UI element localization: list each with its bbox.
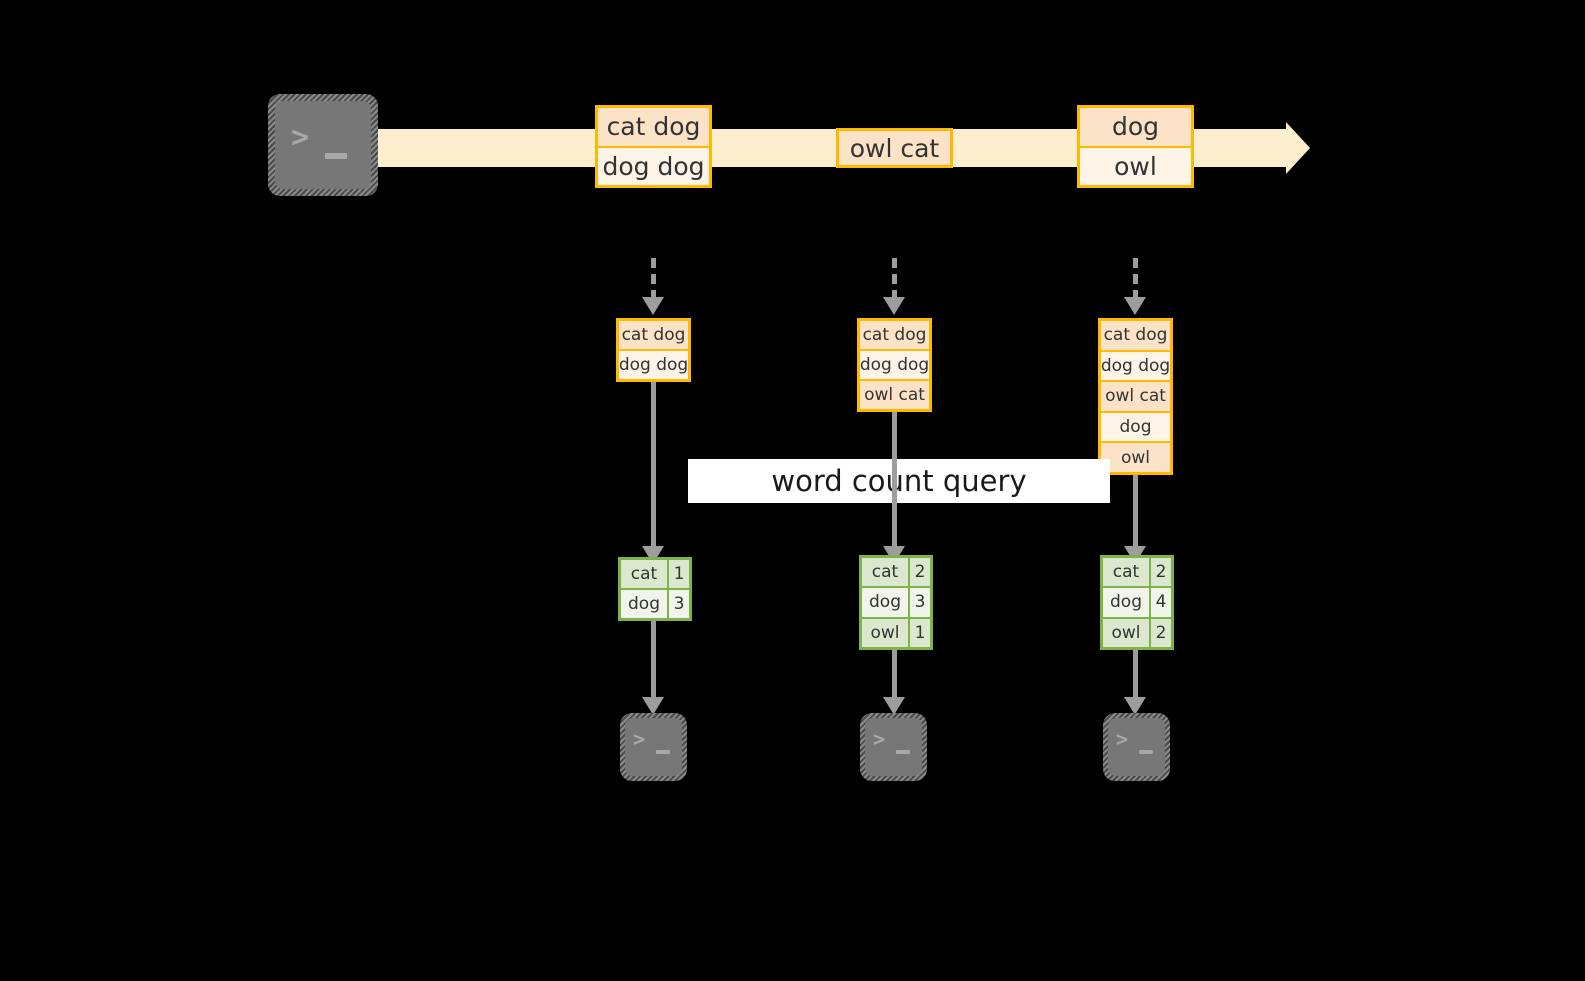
table-row: dog 3 bbox=[862, 586, 930, 617]
query-connector-2 bbox=[892, 412, 897, 554]
sink-terminal-icon-1[interactable]: > bbox=[620, 713, 687, 781]
accumulated-line: cat dog bbox=[619, 321, 688, 349]
stream-arrowhead bbox=[1286, 122, 1310, 174]
query-label-text: word count query bbox=[771, 464, 1027, 498]
accumulated-line: cat dog bbox=[860, 321, 929, 349]
result-count: 2 bbox=[1149, 618, 1171, 647]
terminal-screen: > bbox=[625, 718, 682, 776]
result-word: dog bbox=[862, 588, 908, 617]
accumulated-line: dog dog bbox=[1101, 349, 1170, 381]
result-word: cat bbox=[1103, 558, 1149, 587]
result-word: owl bbox=[1103, 618, 1149, 647]
snapshot-3-accumulated-box[interactable]: cat dog dog dog owl cat dog owl bbox=[1098, 318, 1173, 475]
snapshot-2-accumulated-box[interactable]: cat dog dog dog owl cat bbox=[857, 318, 932, 412]
table-row: cat 1 bbox=[621, 560, 689, 588]
dashed-connector-2-arrowhead bbox=[883, 297, 905, 315]
source-terminal-icon[interactable]: > bbox=[268, 94, 378, 196]
table-row: dog 4 bbox=[1103, 586, 1171, 617]
result-count: 2 bbox=[908, 558, 930, 587]
accumulated-line: owl bbox=[1101, 441, 1170, 472]
record-line: dog dog bbox=[598, 145, 709, 185]
record-line: dog bbox=[1080, 108, 1191, 146]
result-count: 3 bbox=[667, 590, 689, 618]
dashed-connector-2 bbox=[892, 258, 897, 300]
result-count: 2 bbox=[1149, 558, 1171, 587]
accumulated-line: owl cat bbox=[1101, 380, 1170, 411]
prompt-chevron-icon: > bbox=[1116, 727, 1129, 751]
accumulated-line: cat dog bbox=[1101, 321, 1170, 350]
prompt-chevron-icon: > bbox=[873, 727, 886, 751]
prompt-cursor-icon bbox=[896, 750, 910, 754]
prompt-chevron-icon: > bbox=[633, 727, 646, 751]
prompt-chevron-icon: > bbox=[291, 120, 310, 155]
stream-record-batch-2[interactable]: owl cat bbox=[836, 128, 953, 168]
terminal-screen: > bbox=[275, 101, 371, 189]
result-count: 3 bbox=[908, 588, 930, 617]
snapshot-1-result-table[interactable]: cat 1 dog 3 bbox=[618, 557, 692, 621]
query-label: word count query bbox=[688, 459, 1110, 503]
sink-connector-1 bbox=[651, 621, 656, 699]
table-row: owl 2 bbox=[1103, 616, 1171, 647]
record-line: owl bbox=[1080, 145, 1191, 185]
stream-record-batch-1[interactable]: cat dog dog dog bbox=[595, 105, 712, 188]
dashed-connector-1-arrowhead bbox=[642, 297, 664, 315]
stream-record-batch-3[interactable]: dog owl bbox=[1077, 105, 1194, 188]
result-word: dog bbox=[621, 590, 667, 618]
result-word: dog bbox=[1103, 588, 1149, 617]
prompt-cursor-icon bbox=[325, 153, 347, 159]
result-count: 1 bbox=[908, 618, 930, 647]
snapshot-2-result-table[interactable]: cat 2 dog 3 owl 1 bbox=[859, 555, 933, 650]
table-row: dog 3 bbox=[621, 588, 689, 618]
sink-connector-3 bbox=[1133, 650, 1138, 699]
result-word: cat bbox=[862, 558, 908, 587]
table-row: cat 2 bbox=[1103, 558, 1171, 587]
accumulated-line: owl cat bbox=[860, 379, 929, 409]
terminal-screen: > bbox=[865, 718, 922, 776]
sink-terminal-icon-3[interactable]: > bbox=[1103, 713, 1170, 781]
prompt-cursor-icon bbox=[656, 750, 670, 754]
result-word: cat bbox=[621, 560, 667, 588]
terminal-screen: > bbox=[1108, 718, 1165, 776]
query-connector-3 bbox=[1133, 475, 1138, 554]
query-connector-1 bbox=[651, 382, 656, 554]
sink-connector-1-arrowhead bbox=[642, 697, 664, 715]
prompt-cursor-icon bbox=[1139, 750, 1153, 754]
sink-connector-2-arrowhead bbox=[883, 697, 905, 715]
result-count: 1 bbox=[667, 560, 689, 588]
table-row: cat 2 bbox=[862, 558, 930, 587]
snapshot-1-accumulated-box[interactable]: cat dog dog dog bbox=[616, 318, 691, 382]
record-line: cat dog bbox=[598, 108, 709, 146]
table-row: owl 1 bbox=[862, 616, 930, 647]
dashed-connector-3-arrowhead bbox=[1124, 297, 1146, 315]
accumulated-line: dog dog bbox=[860, 349, 929, 379]
sink-terminal-icon-2[interactable]: > bbox=[860, 713, 927, 781]
sink-connector-2 bbox=[892, 650, 897, 699]
result-word: owl bbox=[862, 618, 908, 647]
dashed-connector-3 bbox=[1133, 258, 1138, 300]
sink-connector-3-arrowhead bbox=[1124, 697, 1146, 715]
snapshot-3-result-table[interactable]: cat 2 dog 4 owl 2 bbox=[1100, 555, 1174, 650]
accumulated-line: dog bbox=[1101, 410, 1170, 442]
dashed-connector-1 bbox=[651, 258, 656, 300]
accumulated-line: dog dog bbox=[619, 349, 688, 379]
record-line: owl cat bbox=[839, 131, 950, 165]
result-count: 4 bbox=[1149, 588, 1171, 617]
